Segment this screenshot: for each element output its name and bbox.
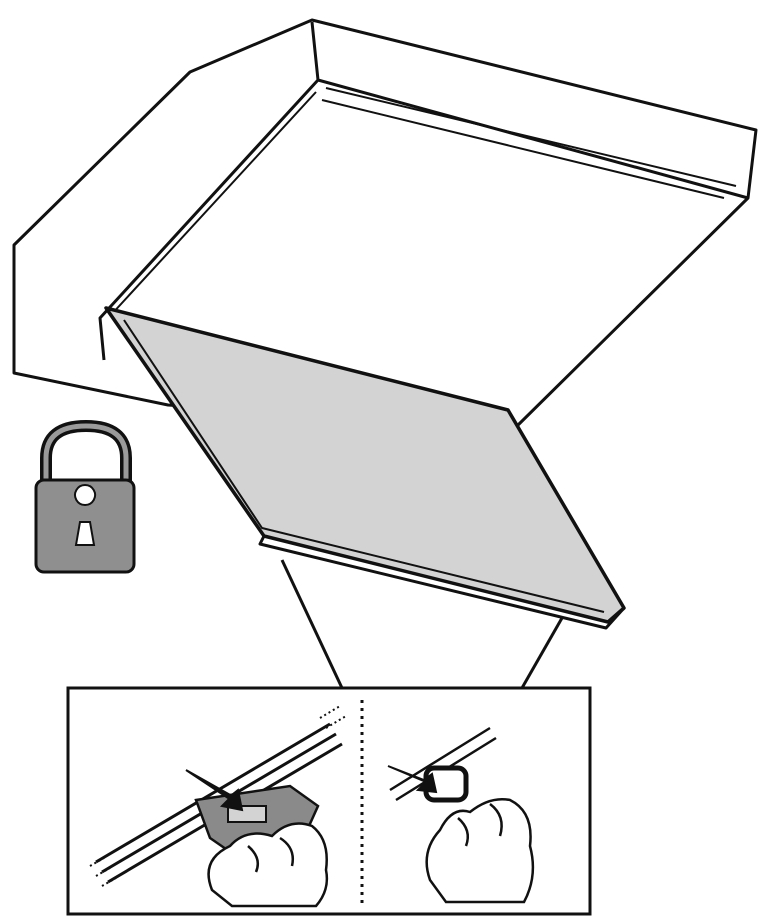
detail-callout-box: [66, 686, 592, 916]
filter-panel-edge: [123, 319, 605, 613]
hood-rail-left: [109, 91, 317, 317]
arrow-icon: [185, 769, 244, 812]
grease-filter-panel: [104, 306, 626, 630]
padlock-icon: [34, 419, 136, 574]
hand-icon: [207, 822, 329, 908]
hand-right: [425, 798, 535, 904]
detail-rail-clip: [89, 705, 347, 908]
push-arrow-right: [387, 765, 438, 794]
padlock-shackle-inner: [43, 423, 129, 482]
arrow-icon: [387, 765, 438, 794]
hand-left-finger: [247, 836, 294, 873]
detail-ring-release: [387, 726, 535, 904]
filter-panel-thickness: [258, 535, 626, 630]
push-arrow-left: [185, 769, 244, 812]
hand-right-finger: [457, 803, 503, 847]
callout-connectors: [280, 559, 564, 689]
hood-inner-rim: [98, 21, 749, 361]
callout-line-right: [520, 617, 564, 689]
hand-icon: [425, 798, 535, 904]
hood-rail-back: [321, 87, 737, 199]
padlock-keyhole: [74, 484, 97, 546]
hood-outer-shell: [12, 18, 758, 430]
callout-line-left: [280, 559, 344, 689]
hood-housing: [12, 18, 758, 430]
hand-left: [207, 822, 329, 908]
